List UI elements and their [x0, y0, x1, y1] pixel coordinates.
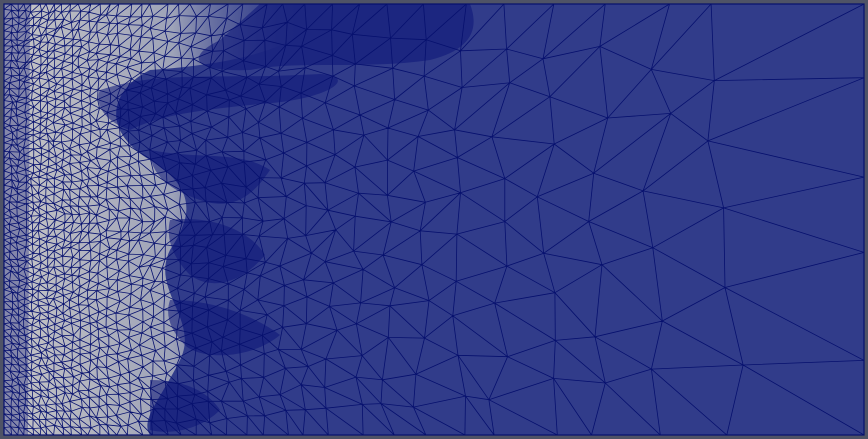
- mesh-edges: [4, 4, 864, 435]
- mesh-edge-path: [4, 4, 864, 435]
- domain-border: [3, 3, 865, 436]
